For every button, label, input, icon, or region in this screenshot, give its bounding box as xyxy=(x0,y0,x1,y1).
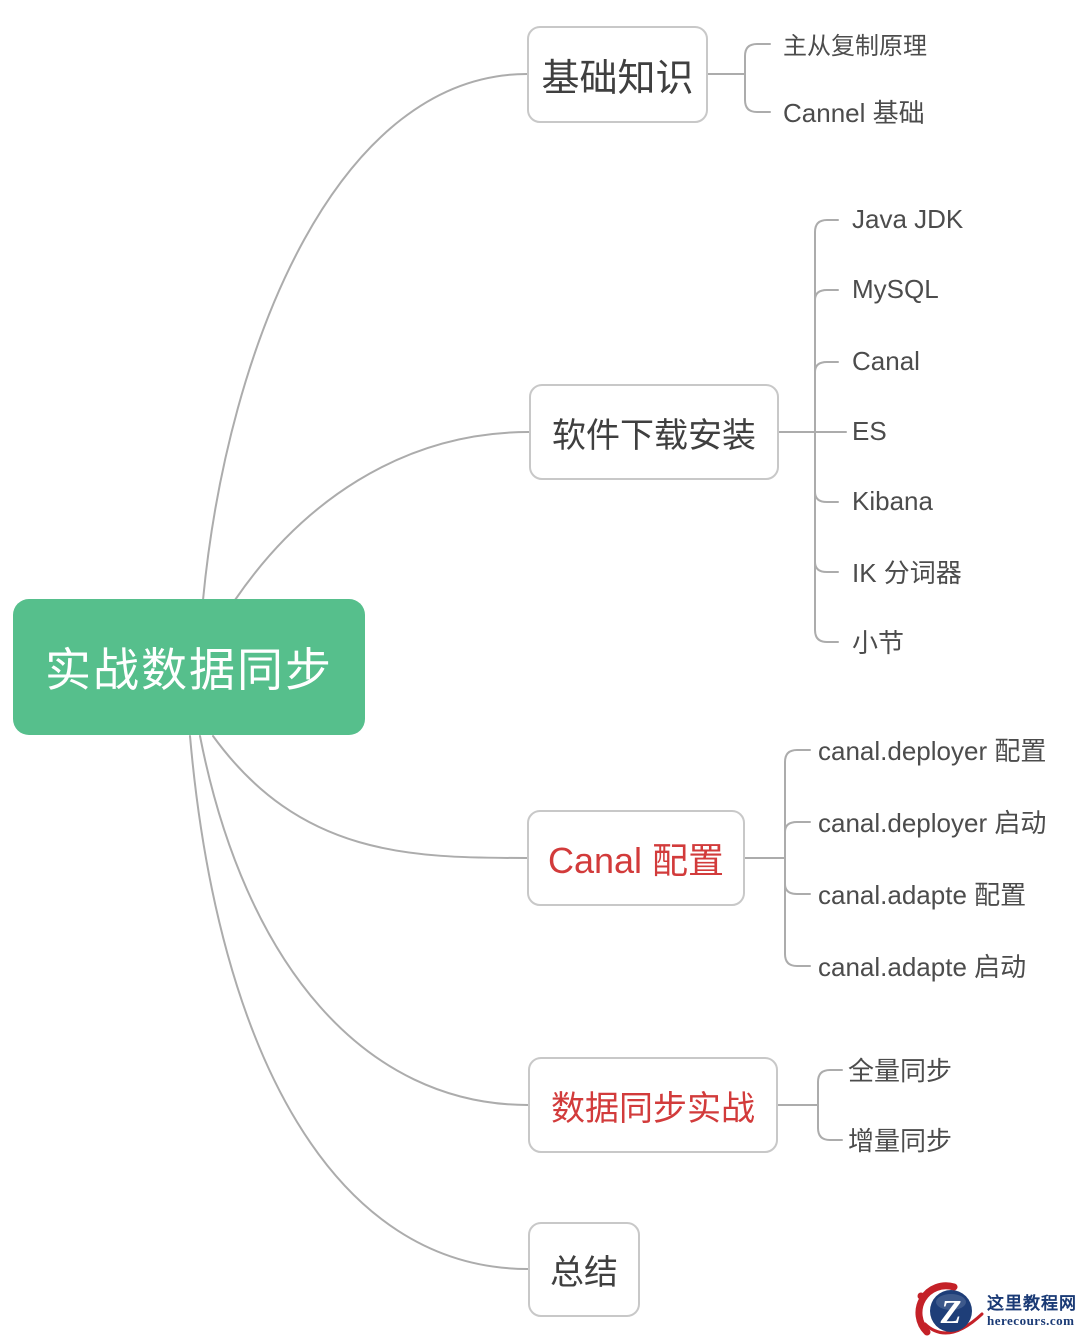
bracket-software-install xyxy=(778,219,847,643)
child-node[interactable]: 全量同步 xyxy=(848,1055,953,1086)
child-node[interactable]: Kibana xyxy=(852,485,933,516)
child-node[interactable]: canal.deployer 配置 xyxy=(818,735,1047,766)
child-node[interactable]: 主从复制原理 xyxy=(783,32,927,60)
site-watermark: Z 这里教程网 herecours.com xyxy=(912,1282,1080,1340)
child-node[interactable]: Cannel 基础 xyxy=(783,97,925,128)
site-logo-z-icon: Z xyxy=(915,1282,984,1336)
child-node[interactable]: MySQL xyxy=(852,273,939,304)
watermark-site-name: 这里教程网 xyxy=(987,1294,1077,1314)
child-node[interactable]: 小节 xyxy=(852,627,905,658)
branch-node-software-install[interactable]: 软件下载安装 xyxy=(529,384,779,480)
branch-node-data-sync[interactable]: 数据同步实战 xyxy=(528,1057,778,1153)
bracket-canal-config xyxy=(744,749,811,967)
root-branch-curves xyxy=(189,73,530,1270)
bracket-basics xyxy=(707,43,771,113)
child-node[interactable]: Java JDK xyxy=(852,203,964,234)
child-node[interactable]: canal.deployer 启动 xyxy=(818,807,1047,838)
child-node[interactable]: canal.adapte 启动 xyxy=(818,951,1027,982)
watermark-text: 这里教程网 herecours.com xyxy=(987,1294,1080,1328)
child-node[interactable]: 增量同步 xyxy=(848,1125,953,1156)
child-node[interactable]: IK 分词器 xyxy=(852,557,962,588)
branch-node-basics[interactable]: 基础知识 xyxy=(527,26,708,123)
watermark-site-domain: herecours.com xyxy=(987,1312,1075,1328)
root-node[interactable]: 实战数据同步 xyxy=(13,599,365,735)
child-node[interactable]: ES xyxy=(852,415,887,446)
bracket-data-sync xyxy=(777,1069,843,1141)
svg-text:Z: Z xyxy=(940,1294,962,1331)
branch-node-summary[interactable]: 总结 xyxy=(528,1222,640,1317)
child-node[interactable]: Canal xyxy=(852,345,920,376)
child-node[interactable]: canal.adapte 配置 xyxy=(818,879,1027,910)
branch-node-canal-config[interactable]: Canal 配置 xyxy=(527,810,745,906)
